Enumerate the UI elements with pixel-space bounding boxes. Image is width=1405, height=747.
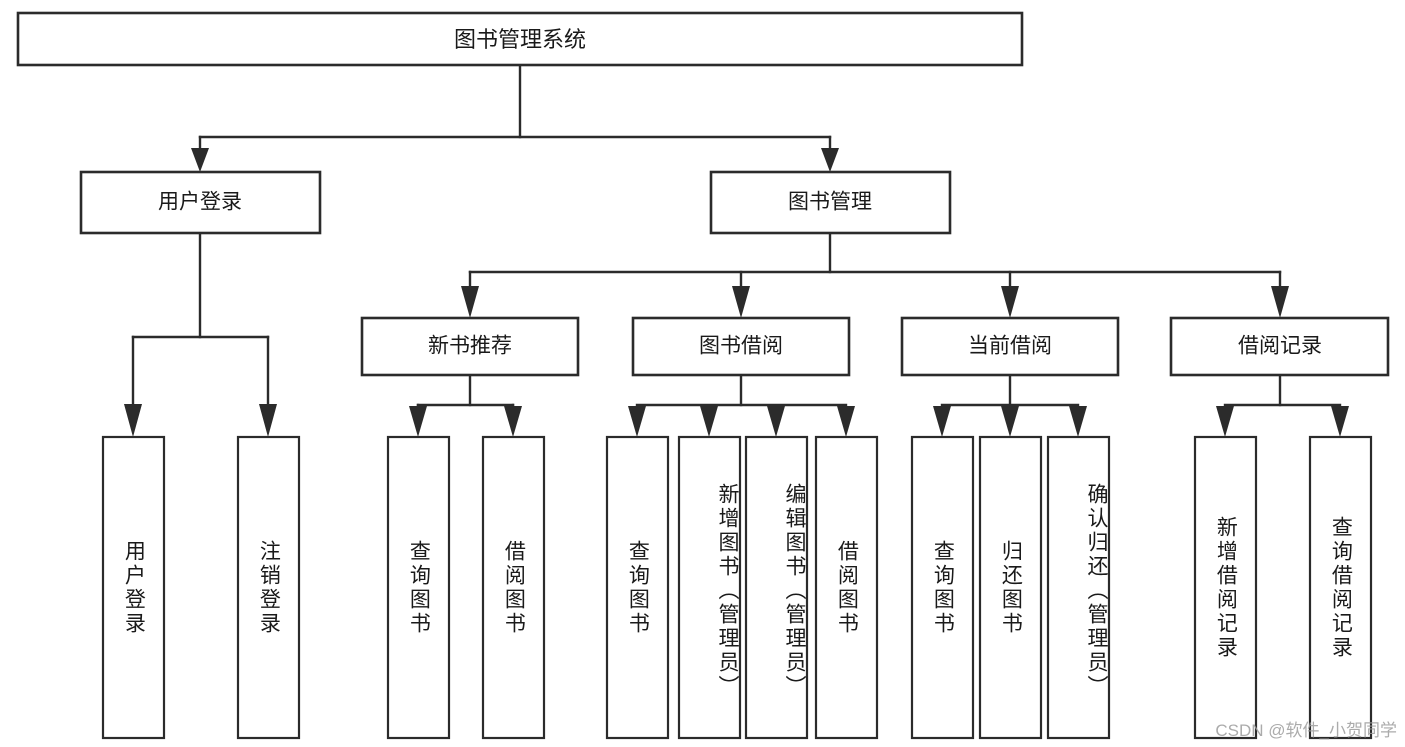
arrow-user-login-leaf-1 [124, 404, 142, 437]
arrow-nbr-leaf-2 [504, 406, 522, 437]
leaf-box-borrow-book-2[interactable] [814, 435, 879, 740]
csdn-watermark: CSDN @软件_小贺同学 [1215, 721, 1397, 740]
node-new-book-recommend[interactable]: 新书推荐 [360, 316, 580, 377]
leaf-box-return-book[interactable] [978, 435, 1043, 740]
node-borrow-record[interactable]: 借阅记录 [1169, 316, 1390, 377]
node-book-borrow[interactable]: 图书借阅 [631, 316, 851, 377]
arrow-nbr-leaf-1 [409, 406, 427, 437]
node-user-login-box[interactable] [79, 170, 322, 235]
node-current-borrow-label: 当前借阅 [968, 335, 1052, 358]
leaf-box-borrow-book-1[interactable] [481, 435, 546, 740]
leaf-box-query-book-2[interactable] [605, 435, 670, 740]
arrow-root-to-book-manage [821, 148, 839, 172]
connector-group-borrow-record [1216, 373, 1349, 437]
node-root-label: 图书管理系统 [454, 27, 586, 52]
leaf-box-confirm-return[interactable] [1046, 435, 1111, 740]
arrow-bm-current-borrow [1001, 286, 1019, 318]
connector-group-current-borrow [933, 373, 1087, 437]
node-new-book-recommend-box[interactable] [360, 316, 580, 377]
node-root-box[interactable] [16, 11, 1024, 67]
node-borrow-record-box[interactable] [1169, 316, 1390, 377]
arrow-cb-leaf-3 [1069, 406, 1087, 437]
leaf-boxes [101, 435, 1373, 740]
leaf-box-add-record[interactable] [1193, 435, 1258, 740]
connector-group-book-borrow [628, 373, 855, 437]
arrow-bb-leaf-2 [700, 406, 718, 437]
connector-group-root [191, 63, 839, 172]
arrow-bm-book-borrow [732, 286, 750, 318]
leaf-box-add-book[interactable] [677, 435, 742, 740]
node-current-borrow[interactable]: 当前借阅 [900, 316, 1120, 377]
node-root[interactable]: 图书管理系统 [16, 11, 1024, 67]
node-user-login[interactable]: 用户登录 [79, 170, 322, 235]
arrow-cb-leaf-1 [933, 406, 951, 437]
leaf-box-logout[interactable] [236, 435, 301, 740]
arrow-bm-new-book-recommend [461, 286, 479, 318]
node-book-manage-label: 图书管理 [788, 191, 872, 214]
leaf-box-query-book-3[interactable] [910, 435, 975, 740]
arrow-bb-leaf-3 [767, 406, 785, 437]
arrow-bm-borrow-record [1271, 286, 1289, 318]
leaf-box-query-book-1[interactable] [386, 435, 451, 740]
connector-group-book-manage [461, 231, 1289, 318]
node-user-login-label: 用户登录 [158, 191, 242, 214]
node-new-book-recommend-label: 新书推荐 [428, 335, 512, 358]
leaf-box-edit-book[interactable] [744, 435, 809, 740]
arrow-cb-leaf-2 [1001, 406, 1019, 437]
node-book-manage-box[interactable] [709, 170, 952, 235]
connector-group-new-book-recommend [409, 373, 522, 437]
arrow-bb-leaf-1 [628, 406, 646, 437]
arrow-br-leaf-1 [1216, 406, 1234, 437]
arrow-user-login-leaf-2 [259, 404, 277, 437]
node-book-manage[interactable]: 图书管理 [709, 170, 952, 235]
arrow-root-to-user-login [191, 148, 209, 172]
node-book-borrow-box[interactable] [631, 316, 851, 377]
leaf-box-user-login[interactable] [101, 435, 166, 740]
node-current-borrow-box[interactable] [900, 316, 1120, 377]
connector-group-user-login [124, 231, 277, 437]
node-borrow-record-label: 借阅记录 [1238, 335, 1322, 358]
node-book-borrow-label: 图书借阅 [699, 335, 783, 358]
arrow-bb-leaf-4 [837, 406, 855, 437]
leaf-box-query-record[interactable] [1308, 435, 1373, 740]
arrow-br-leaf-2 [1331, 406, 1349, 437]
